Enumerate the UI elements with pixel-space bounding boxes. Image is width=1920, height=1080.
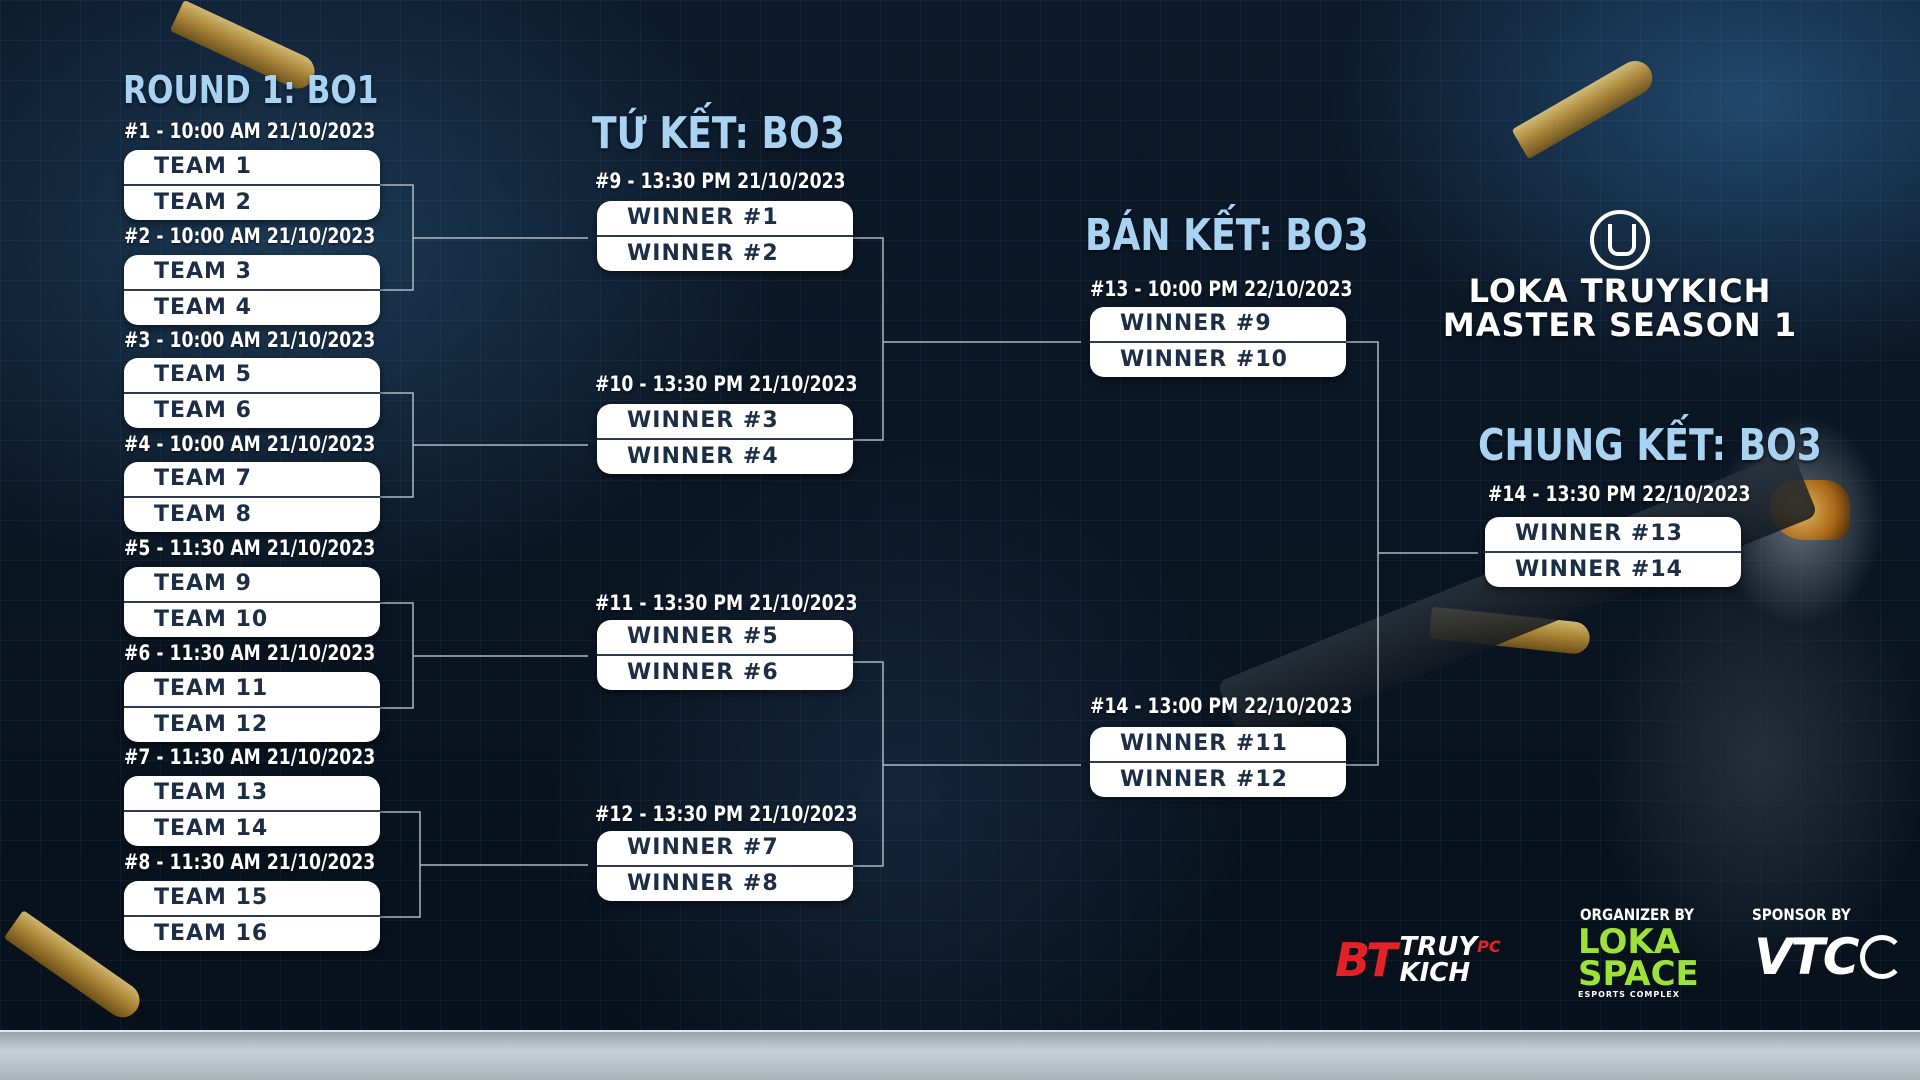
loka-sub: ESPORTS COMPLEX bbox=[1578, 990, 1680, 999]
connector bbox=[380, 392, 414, 498]
vtc-ring-icon bbox=[1859, 935, 1904, 979]
team-slot: TEAM 15 bbox=[154, 885, 269, 910]
team-slot: WINNER #2 bbox=[597, 235, 853, 269]
team-slot: TEAM 8 bbox=[124, 496, 380, 530]
event-logo-icon bbox=[1590, 210, 1650, 270]
match-11: WINNER #5 WINNER #6 bbox=[597, 620, 853, 690]
team-slot: TEAM 10 bbox=[124, 601, 380, 635]
match-1-label: #1 - 10:00 AM 21/10/2023 bbox=[124, 119, 376, 143]
team-slot: TEAM 12 bbox=[124, 706, 380, 740]
match-5: TEAM 9 TEAM 10 bbox=[124, 567, 380, 637]
match-6-label: #6 - 11:30 AM 21/10/2023 bbox=[124, 641, 376, 665]
organizer-label: ORGANIZER BY bbox=[1580, 905, 1694, 924]
team-slot: TEAM 14 bbox=[124, 810, 380, 844]
connector bbox=[380, 184, 414, 291]
team-slot: WINNER #3 bbox=[627, 408, 779, 433]
team-slot: TEAM 5 bbox=[154, 362, 252, 387]
match-2: TEAM 3 TEAM 4 bbox=[124, 255, 380, 325]
team-slot: TEAM 9 bbox=[154, 571, 252, 596]
team-slot: TEAM 3 bbox=[154, 259, 252, 284]
final-match: WINNER #13 WINNER #14 bbox=[1485, 517, 1741, 587]
truykich-word-2: KICH bbox=[1399, 958, 1471, 988]
team-slot: WINNER #10 bbox=[1090, 341, 1346, 375]
team-slot: TEAM 1 bbox=[154, 154, 252, 179]
event-title-block: LOKA TRUYKICH MASTER SEASON 1 bbox=[1420, 210, 1820, 342]
loka-line-2: SPACE bbox=[1578, 954, 1699, 994]
match-5-label: #5 - 11:30 AM 21/10/2023 bbox=[124, 536, 376, 560]
sponsor-label: SPONSOR BY bbox=[1752, 905, 1851, 924]
match-7-label: #7 - 11:30 AM 21/10/2023 bbox=[124, 745, 376, 769]
connector bbox=[380, 811, 421, 918]
team-slot: TEAM 4 bbox=[124, 289, 380, 323]
match-14-label: #14 - 13:00 PM 22/10/2023 bbox=[1090, 694, 1353, 718]
match-9-label: #9 - 13:30 PM 21/10/2023 bbox=[595, 169, 846, 193]
truykich-word-1-text: TRUY bbox=[1399, 932, 1478, 962]
team-slot: WINNER #5 bbox=[627, 624, 779, 649]
team-slot: WINNER #1 bbox=[627, 205, 779, 230]
truykich-logo-mark: BT bbox=[1335, 933, 1397, 987]
team-slot: WINNER #4 bbox=[597, 438, 853, 472]
connector bbox=[380, 602, 414, 709]
event-title-line-2: MASTER SEASON 1 bbox=[1442, 306, 1798, 344]
team-slot: WINNER #7 bbox=[627, 835, 779, 860]
final-heading: CHUNG KẾT: BO3 bbox=[1478, 420, 1822, 471]
team-slot: TEAM 16 bbox=[124, 915, 380, 949]
team-slot: WINNER #14 bbox=[1485, 551, 1741, 585]
match-11-label: #11 - 13:30 PM 21/10/2023 bbox=[595, 591, 858, 615]
team-slot: WINNER #8 bbox=[597, 865, 853, 899]
match-4: TEAM 7 TEAM 8 bbox=[124, 462, 380, 532]
team-slot: TEAM 6 bbox=[124, 392, 380, 426]
loka-space-logo: LOKA SPACE ESPORTS COMPLEX bbox=[1578, 922, 1699, 1000]
team-slot: WINNER #9 bbox=[1120, 311, 1272, 336]
truykich-logo-words: TRUYPC KICH bbox=[1399, 934, 1500, 986]
match-13-label: #13 - 10:00 PM 22/10/2023 bbox=[1090, 277, 1353, 301]
match-12-label: #12 - 13:30 PM 21/10/2023 bbox=[595, 802, 858, 826]
connector bbox=[853, 661, 884, 867]
final-match-label: #14 - 13:30 PM 22/10/2023 bbox=[1488, 482, 1751, 506]
connector bbox=[853, 237, 884, 441]
team-slot: TEAM 2 bbox=[124, 184, 380, 218]
truykich-logo: BT TRUYPC KICH bbox=[1335, 930, 1501, 990]
match-10-label: #10 - 13:30 PM 21/10/2023 bbox=[595, 372, 858, 396]
match-6: TEAM 11 TEAM 12 bbox=[124, 672, 380, 742]
team-slot: WINNER #6 bbox=[597, 654, 853, 688]
team-slot: TEAM 11 bbox=[154, 676, 269, 701]
truykich-pc: PC bbox=[1477, 937, 1501, 956]
team-slot: WINNER #11 bbox=[1120, 731, 1288, 756]
team-slot: WINNER #13 bbox=[1515, 521, 1683, 546]
match-3: TEAM 5 TEAM 6 bbox=[124, 358, 380, 428]
match-14: WINNER #11 WINNER #12 bbox=[1090, 727, 1346, 797]
team-slot: TEAM 7 bbox=[154, 466, 252, 491]
match-3-label: #3 - 10:00 AM 21/10/2023 bbox=[124, 328, 376, 352]
team-slot: TEAM 13 bbox=[154, 780, 269, 805]
match-8-label: #8 - 11:30 AM 21/10/2023 bbox=[124, 850, 376, 874]
match-7: TEAM 13 TEAM 14 bbox=[124, 776, 380, 846]
match-2-label: #2 - 10:00 AM 21/10/2023 bbox=[124, 224, 376, 248]
bottom-bar bbox=[0, 1030, 1920, 1080]
match-10: WINNER #3 WINNER #4 bbox=[597, 404, 853, 474]
match-8: TEAM 15 TEAM 16 bbox=[124, 881, 380, 951]
round-1-heading: ROUND 1: BO1 bbox=[123, 68, 379, 112]
match-4-label: #4 - 10:00 AM 21/10/2023 bbox=[124, 432, 376, 456]
match-9: WINNER #1 WINNER #2 bbox=[597, 201, 853, 271]
match-13: WINNER #9 WINNER #10 bbox=[1090, 307, 1346, 377]
team-slot: WINNER #12 bbox=[1090, 761, 1346, 795]
quarterfinal-heading: TỨ KẾT: BO3 bbox=[592, 108, 845, 159]
truykich-word-1: TRUYPC bbox=[1399, 934, 1500, 960]
loka-line-1: LOKA bbox=[1578, 922, 1681, 962]
match-1: TEAM 1 TEAM 2 bbox=[124, 150, 380, 220]
vtc-text: VTC bbox=[1754, 928, 1859, 986]
match-12: WINNER #7 WINNER #8 bbox=[597, 831, 853, 901]
semifinal-heading: BÁN KẾT: BO3 bbox=[1085, 210, 1369, 261]
vtc-logo: VTC bbox=[1754, 928, 1904, 986]
event-title-line-1: LOKA TRUYKICH bbox=[1468, 272, 1772, 310]
